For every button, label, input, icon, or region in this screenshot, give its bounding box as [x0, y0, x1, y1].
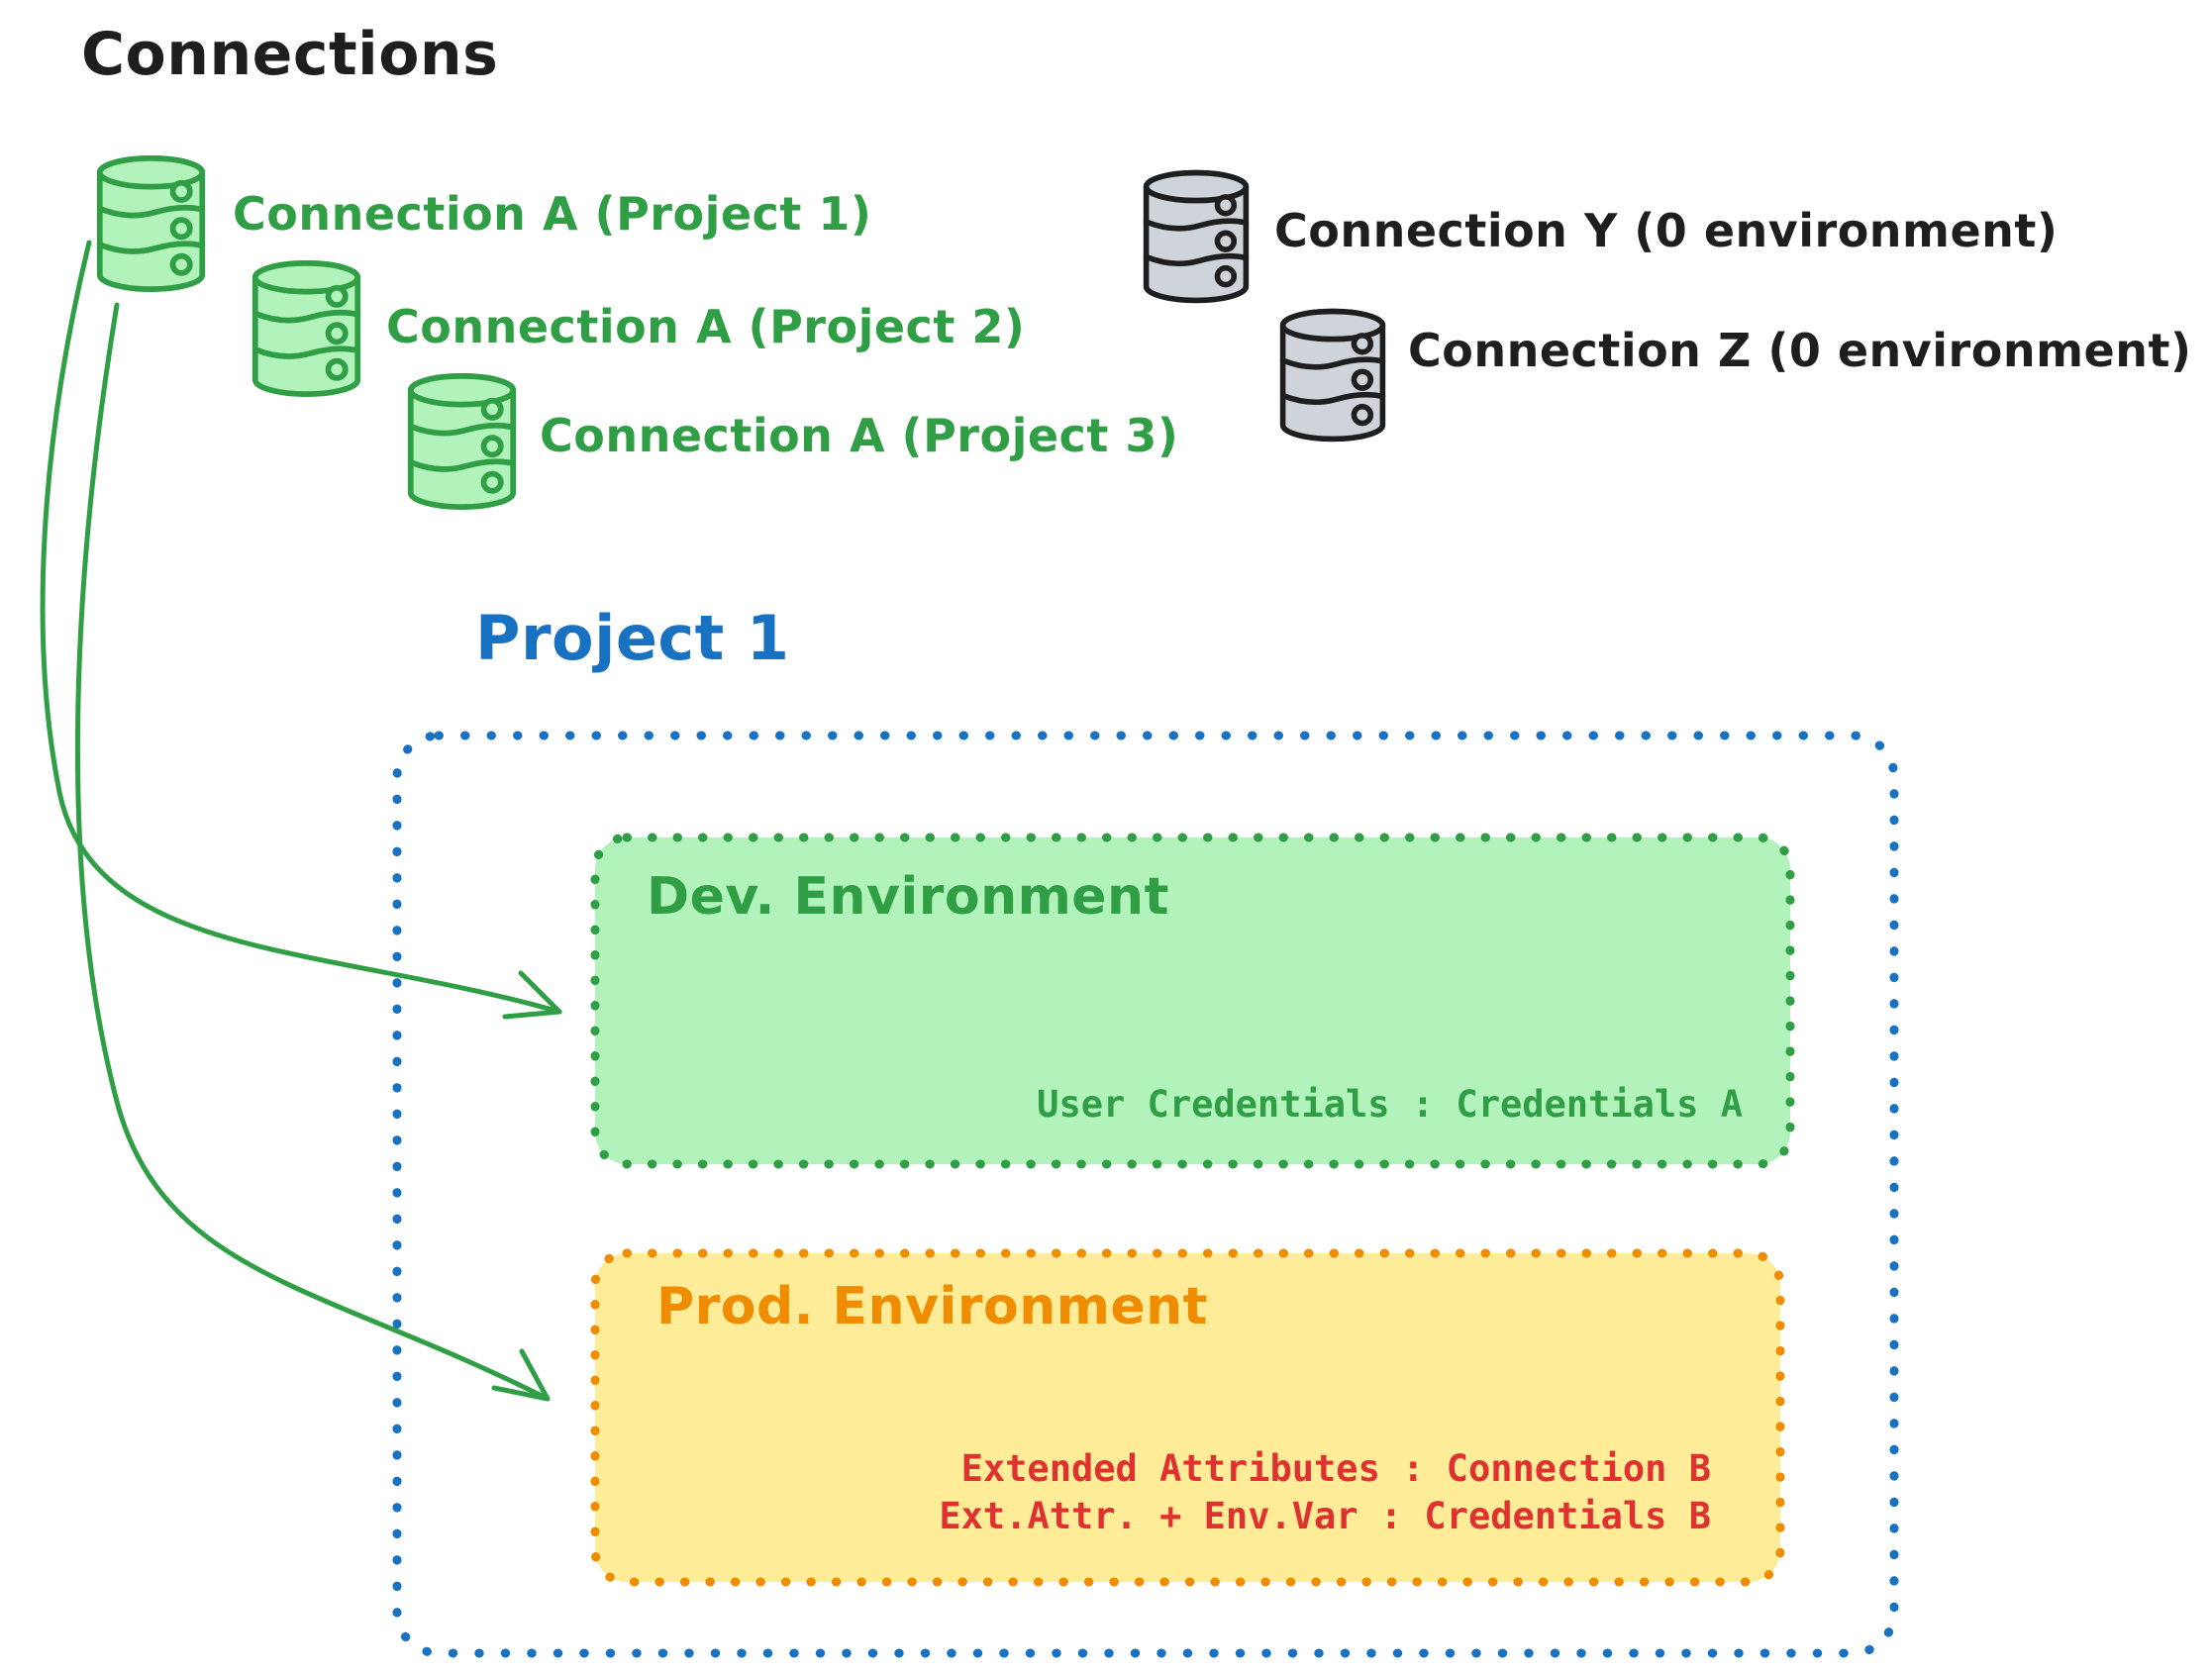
database-icon: [250, 255, 363, 402]
project-title: Project 1: [475, 602, 790, 674]
dev-environment-title: Dev. Environment: [647, 867, 1169, 927]
prod-environment-title: Prod. Environment: [656, 1277, 1209, 1336]
database-icon: [405, 368, 519, 515]
connection-label: Connection A (Project 2): [386, 300, 1026, 353]
connection-label: Connection Y (0 environment): [1274, 204, 2059, 257]
prod-environment-box: Prod. Environment Extended Attributes : …: [589, 1247, 1786, 1588]
connection-label: Connection A (Project 3): [540, 409, 1179, 462]
dev-environment-box: Dev. Environment User Credentials : Cred…: [589, 832, 1796, 1170]
connection-label: Connection A (Project 1): [233, 187, 872, 241]
database-icon: [94, 150, 208, 297]
prod-environment-border: [590, 1248, 1785, 1587]
prod-mapping-line: Ext.Attr. + Env.Var : Credentials B: [939, 1495, 1711, 1537]
page-title: Connections: [81, 20, 499, 89]
prod-mapping-line: Extended Attributes : Connection B: [960, 1447, 1711, 1490]
database-icon: [1277, 305, 1388, 445]
prod-credentials-mapping: Extended Attributes : Connection B Ext.A…: [939, 1445, 1711, 1540]
connection-label: Connection Z (0 environment): [1408, 324, 2192, 377]
database-icon: [1141, 166, 1252, 307]
dev-environment-border: [590, 833, 1795, 1169]
dev-credentials-mapping: User Credentials : Credentials A: [1037, 1083, 1743, 1126]
project-box: Dev. Environment User Credentials : Cred…: [391, 730, 1900, 1659]
